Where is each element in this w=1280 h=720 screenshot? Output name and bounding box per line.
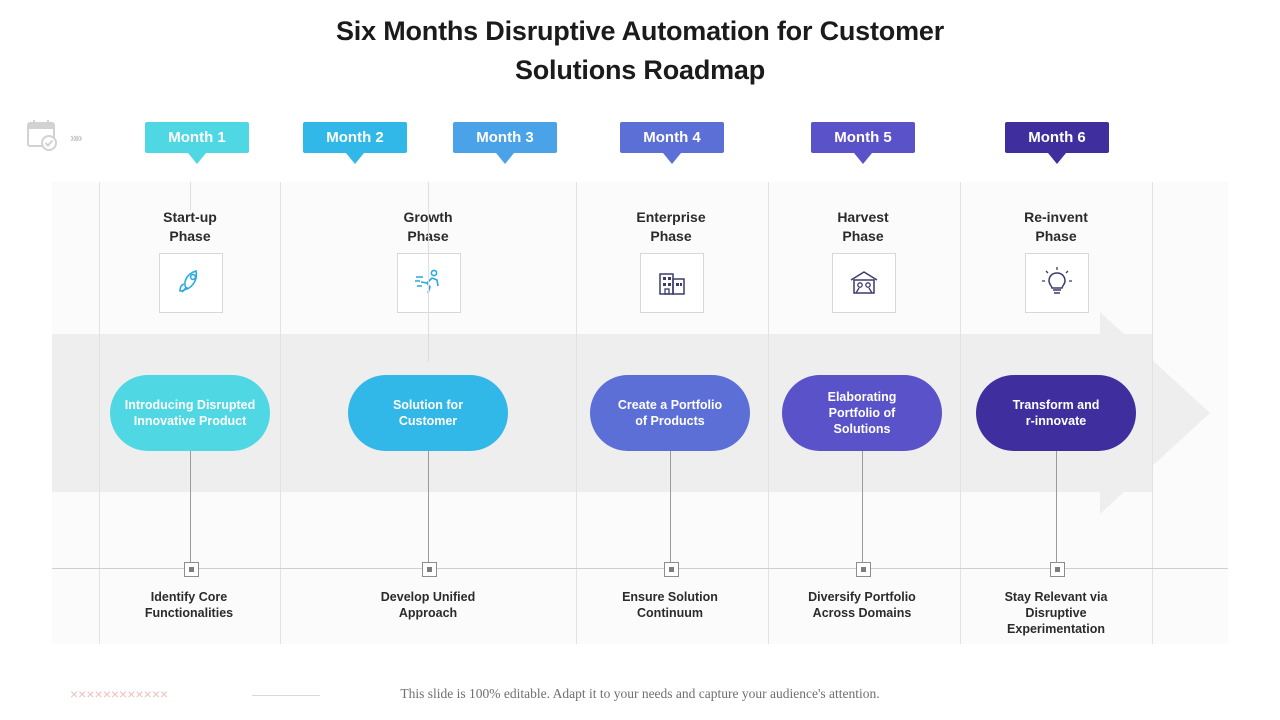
milestone-node xyxy=(422,562,437,577)
phase-line-1: Start-up xyxy=(163,209,217,225)
pill-line-2: Portfolio of xyxy=(828,406,896,420)
outcome-line-1: Ensure Solution xyxy=(622,590,718,604)
pill-line-1: Transform and xyxy=(1012,398,1100,412)
connector-line xyxy=(190,451,191,562)
harvest-icon xyxy=(832,253,896,313)
phase-line-1: Enterprise xyxy=(636,209,706,225)
pill-line-2: r-innovate xyxy=(1025,414,1087,428)
outcome-text-4: Diversify Portfolio Across Domains xyxy=(762,589,962,621)
footer-divider xyxy=(252,695,320,696)
outcome-line-3: Experimentation xyxy=(1007,622,1105,636)
phase-line-2: Phase xyxy=(842,228,884,244)
connector-line xyxy=(428,451,429,562)
baseline xyxy=(52,568,1228,569)
milestone-node xyxy=(856,562,871,577)
pill-line-1: Solution for xyxy=(392,398,464,412)
phase-label-5: Re-invent Phase xyxy=(971,208,1141,246)
page-title: Six Months Disruptive Automation for Cus… xyxy=(0,12,1280,90)
chevrons-icon: »» xyxy=(70,130,83,145)
outcome-line-2: Disruptive xyxy=(1025,606,1087,620)
building-icon xyxy=(640,253,704,313)
pill-line-2: Innovative Product xyxy=(133,414,247,428)
runner-icon xyxy=(397,253,461,313)
month-tag-tip xyxy=(188,153,206,164)
connector-line xyxy=(862,451,863,562)
outcome-text-3: Ensure Solution Continuum xyxy=(570,589,770,621)
milestone-pill-3[interactable]: Create a Portfolio of Products xyxy=(590,375,750,451)
month-tag-tip xyxy=(663,153,681,164)
pill-line-1: Introducing Disrupted xyxy=(124,398,256,412)
month-connector xyxy=(428,182,429,362)
phase-line-1: Harvest xyxy=(837,209,889,225)
pill-line-2: Customer xyxy=(398,414,458,428)
outcome-line-1: Diversify Portfolio xyxy=(808,590,916,604)
month-tag-6[interactable]: Month 6 xyxy=(1005,122,1109,164)
connector-line xyxy=(670,451,671,562)
pill-line-3: Solutions xyxy=(833,422,891,436)
grid-line xyxy=(768,182,769,644)
month-tag-3[interactable]: Month 3 xyxy=(453,122,557,164)
phase-label-4: Harvest Phase xyxy=(778,208,948,246)
title-line-2: Solutions Roadmap xyxy=(514,55,766,85)
month-label: Month 1 xyxy=(168,129,226,146)
outcome-line-1: Identify Core xyxy=(150,590,228,604)
pill-line-1: Create a Portfolio xyxy=(617,398,723,412)
outcome-line-1: Develop Unified xyxy=(380,590,476,604)
calendar-icon xyxy=(26,118,60,152)
phase-line-2: Phase xyxy=(650,228,692,244)
phase-line-2: Phase xyxy=(169,228,211,244)
month-tag-1[interactable]: Month 1 xyxy=(145,122,249,164)
month-tag-5[interactable]: Month 5 xyxy=(811,122,915,164)
outcome-line-2: Across Domains xyxy=(812,606,912,620)
footer-note: This slide is 100% editable. Adapt it to… xyxy=(400,686,880,701)
title-line-1: Six Months Disruptive Automation for Cus… xyxy=(335,16,945,46)
phase-label-3: Enterprise Phase xyxy=(586,208,756,246)
phase-label-1: Start-up Phase xyxy=(105,208,275,246)
footer-decoration: ×××××××××××× xyxy=(70,686,169,702)
connector-line xyxy=(1056,451,1057,562)
outcome-text-5: Stay Relevant via Disruptive Experimenta… xyxy=(956,589,1156,637)
milestone-pill-4[interactable]: Elaborating Portfolio of Solutions xyxy=(782,375,942,451)
rocket-icon xyxy=(159,253,223,313)
month-label: Month 6 xyxy=(1028,129,1086,146)
phase-line-1: Re-invent xyxy=(1024,209,1088,225)
month-tag-tip xyxy=(1048,153,1066,164)
month-tag-tip xyxy=(346,153,364,164)
outcome-line-2: Continuum xyxy=(637,606,703,620)
milestone-node xyxy=(664,562,679,577)
grid-line xyxy=(960,182,961,644)
milestone-node xyxy=(1050,562,1065,577)
month-label: Month 5 xyxy=(834,129,892,146)
month-connector xyxy=(190,182,191,210)
grid-line xyxy=(280,182,281,644)
outcome-line-2: Functionalities xyxy=(144,606,234,620)
month-label: Month 3 xyxy=(476,129,534,146)
phase-line-2: Phase xyxy=(1035,228,1077,244)
grid-line xyxy=(1152,182,1153,644)
grid-line xyxy=(99,182,100,644)
grid-line xyxy=(576,182,577,644)
month-tag-tip xyxy=(854,153,872,164)
milestone-pill-5[interactable]: Transform and r-innovate xyxy=(976,375,1136,451)
outcome-line-1: Stay Relevant via xyxy=(1004,590,1108,604)
pill-line-1: Elaborating xyxy=(827,390,897,404)
bulb-icon xyxy=(1025,253,1089,313)
month-label: Month 4 xyxy=(643,129,701,146)
pill-line-2: of Products xyxy=(635,414,705,428)
month-label: Month 2 xyxy=(326,129,384,146)
outcome-text-2: Develop Unified Approach xyxy=(328,589,528,621)
milestone-node xyxy=(184,562,199,577)
outcome-text-1: Identify Core Functionalities xyxy=(89,589,289,621)
month-tag-4[interactable]: Month 4 xyxy=(620,122,724,164)
month-tag-tip xyxy=(496,153,514,164)
month-tag-2[interactable]: Month 2 xyxy=(303,122,407,164)
milestone-pill-2[interactable]: Solution for Customer xyxy=(348,375,508,451)
outcome-line-2: Approach xyxy=(398,606,458,620)
milestone-pill-1[interactable]: Introducing Disrupted Innovative Product xyxy=(110,375,270,451)
